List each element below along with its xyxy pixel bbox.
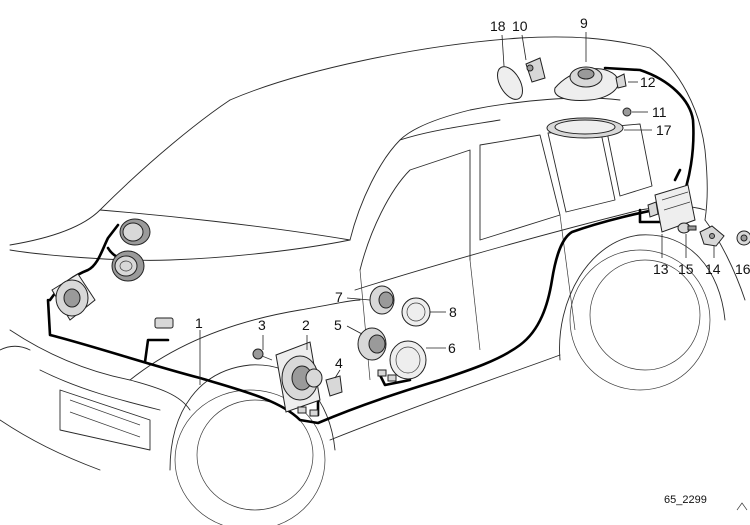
grille-ring-part-8 (401, 297, 431, 327)
front-tweeter-lower (111, 250, 145, 282)
rear-speaker-part-9 (554, 66, 619, 101)
label-part-14: 14 (705, 261, 721, 277)
grommet-part-16 (736, 230, 750, 246)
trim-part-17 (546, 117, 624, 139)
label-part-10: 10 (512, 18, 528, 34)
grille-ring-part-6 (389, 340, 427, 380)
bolt-part-15 (677, 222, 697, 234)
car-body-outline (0, 36, 748, 525)
speaker-part-5 (357, 327, 387, 361)
connector-part-10 (525, 57, 546, 83)
label-part-11: 11 (652, 104, 667, 120)
label-part-15: 15 (678, 261, 694, 277)
dash-connector (154, 317, 174, 329)
label-part-6: 6 (448, 340, 456, 356)
label-part-1: 1 (195, 315, 203, 331)
drawing-code: 65_2299 (664, 494, 707, 506)
label-part-18: 18 (490, 18, 506, 34)
label-part-5: 5 (334, 317, 342, 333)
left-front-speaker (51, 273, 96, 321)
screw-part-11 (622, 107, 632, 117)
label-part-7: 7 (335, 289, 343, 305)
clip-part-4 (325, 375, 343, 397)
screw-part-3 (252, 348, 273, 361)
leader-lines (199, 32, 715, 385)
front-tweeter-upper (119, 218, 151, 246)
label-part-8: 8 (449, 304, 457, 320)
label-part-9: 9 (580, 15, 588, 31)
label-part-12: 12 (640, 74, 656, 90)
label-part-3: 3 (258, 317, 266, 333)
part-labels: 1 2 3 4 5 6 7 8 9 10 11 12 13 14 15 16 1… (195, 15, 750, 506)
label-part-2: 2 (302, 317, 310, 333)
label-part-4: 4 (335, 355, 343, 371)
amplifier-part-13 (647, 184, 696, 233)
label-part-13: 13 (653, 261, 669, 277)
door-speaker-part-2 (275, 341, 323, 413)
bracket-part-14 (699, 225, 725, 247)
grille-part-18 (497, 66, 523, 100)
clip-part-12 (615, 73, 627, 89)
label-part-17: 17 (656, 122, 672, 138)
label-part-16: 16 (735, 261, 750, 277)
harness-connectors (297, 369, 397, 417)
tweeter-part-7 (369, 285, 395, 315)
